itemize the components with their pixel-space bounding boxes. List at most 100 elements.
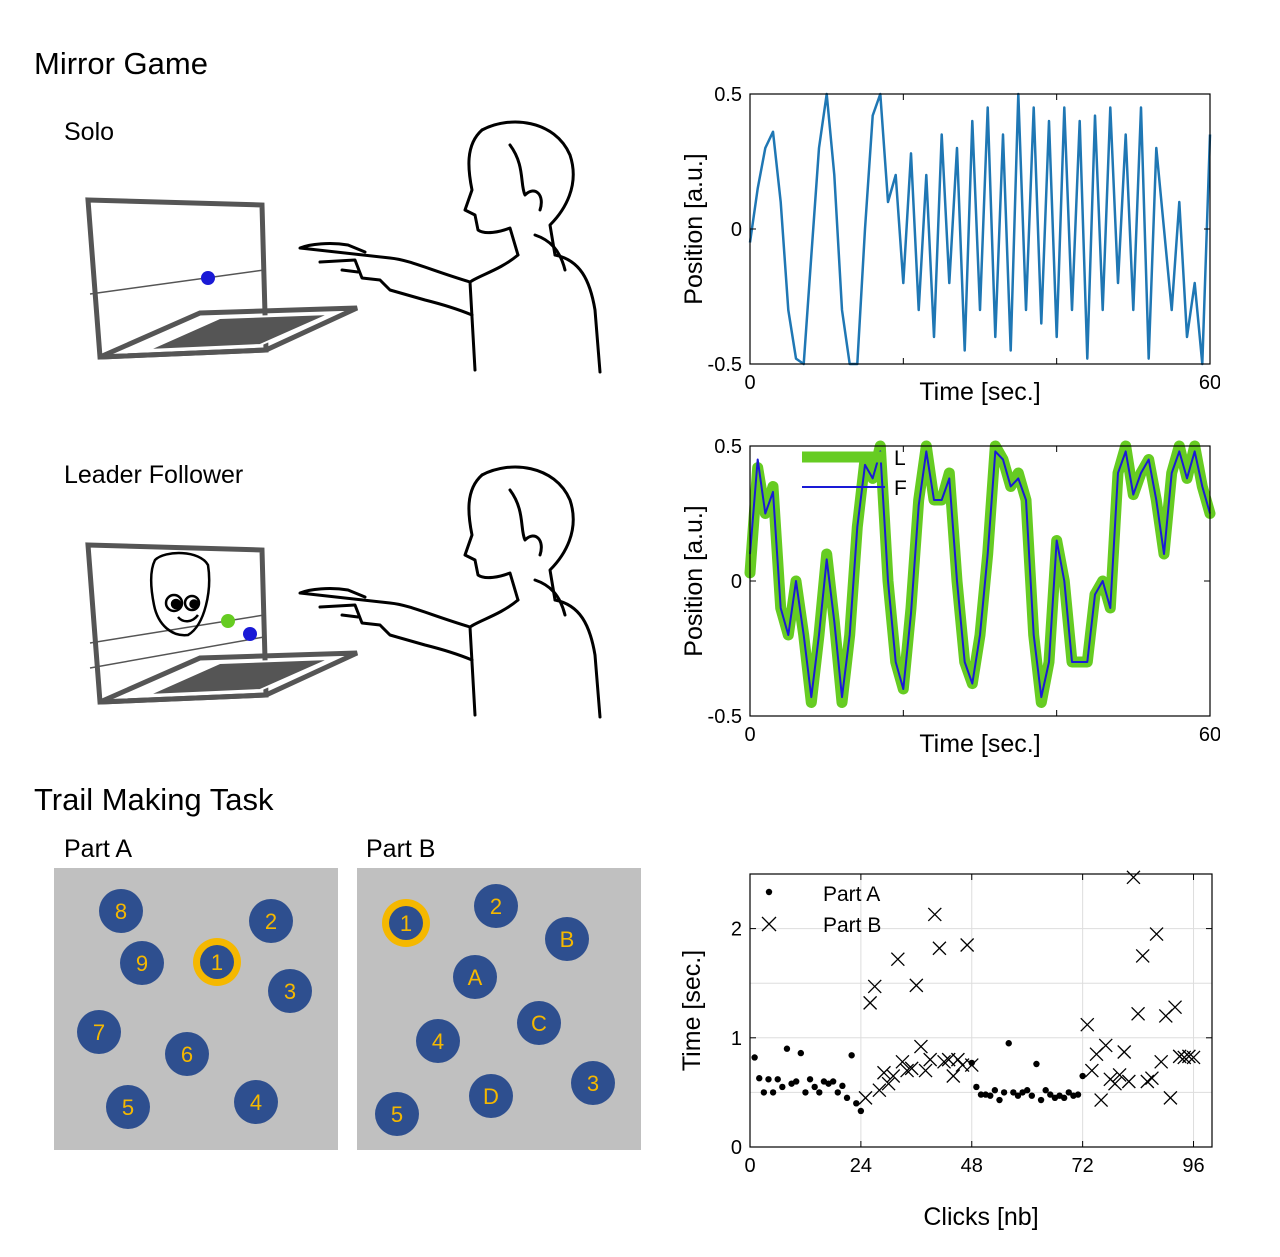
leader-series-line: [744, 440, 1216, 708]
trail-token: [200, 945, 234, 979]
part-b-point: [1131, 1006, 1146, 1021]
part-a-point: [811, 1083, 818, 1091]
part-b-point: [1098, 1038, 1113, 1053]
legend-leader-label: L: [894, 447, 906, 470]
part-b-point: [1117, 1045, 1132, 1059]
part-b-point: [1112, 1067, 1127, 1082]
y-tick-label: 0.5: [714, 84, 742, 106]
legend-part-a-label: Part A: [823, 883, 880, 906]
y-axis-label: Position [a.u.]: [680, 505, 708, 656]
part-b-point: [1181, 1049, 1196, 1064]
part-a-point: [977, 1091, 985, 1098]
trail-token: [517, 1001, 561, 1045]
y-tick-label: 0: [731, 219, 742, 241]
part-b-point: [890, 952, 905, 967]
part-b-point: [1126, 870, 1141, 885]
trail-token-label: 5: [122, 1095, 134, 1120]
trail-token: [77, 1010, 121, 1054]
x-tick-label: 0: [744, 724, 755, 746]
x-axis-label: Clicks [nb]: [923, 1203, 1038, 1231]
part-b-point: [1094, 1093, 1109, 1108]
leader-ball-icon: [221, 614, 235, 628]
y-tick-label: 0: [731, 1137, 742, 1159]
part-b-point: [1149, 927, 1164, 942]
part-a-point: [857, 1107, 865, 1115]
x-axis-label: Time [sec.]: [919, 378, 1040, 406]
part-a-point: [769, 1089, 777, 1096]
part-b-point: [877, 1065, 891, 1080]
part-a-point: [802, 1089, 809, 1096]
part-b-point: [932, 941, 947, 956]
solo-series-line: [748, 92, 1212, 366]
y-axis-label: Position [a.u.]: [680, 153, 708, 304]
part-b-point: [867, 979, 882, 994]
part-b-point: [964, 1058, 979, 1073]
part-b-point: [1140, 1074, 1155, 1089]
x-tick-label: 24: [850, 1155, 872, 1177]
trail-token-label: 5: [391, 1102, 403, 1127]
part-a-point: [996, 1096, 1003, 1104]
part-a-point: [793, 1078, 800, 1085]
x-axis-label: Time [sec.]: [919, 730, 1040, 758]
part-a-point: [756, 1075, 763, 1082]
x-tick-label: 60: [1199, 372, 1220, 394]
y-tick-label: 0.5: [714, 436, 742, 458]
trail-token-label: D: [483, 1084, 499, 1109]
trail-token-label: 3: [587, 1071, 599, 1096]
y-tick-label: -0.5: [708, 706, 742, 728]
part-a-point: [1079, 1072, 1086, 1080]
trail-token: [571, 1061, 615, 1105]
x-tick-label: 0: [744, 1155, 755, 1177]
part-a-point: [774, 1076, 781, 1083]
axes-frame: [749, 873, 1213, 1148]
ball-icon: [201, 271, 215, 285]
part-a-point: [1033, 1060, 1040, 1068]
trail-token: [120, 941, 164, 985]
trail-token: [545, 917, 589, 961]
part-b-point: [913, 1039, 928, 1054]
legend-part-a-marker: [765, 888, 773, 896]
follower-series-line: [749, 450, 1211, 699]
trail-token-label: 1: [211, 950, 223, 975]
part-a-point: [779, 1083, 786, 1091]
laptop-icon: [85, 197, 359, 360]
part-b-point: [960, 938, 975, 952]
x-tick-label: 96: [1182, 1155, 1204, 1177]
part-a-point: [760, 1089, 768, 1096]
legend-part-b-marker: [761, 916, 777, 932]
trail-token: [375, 1092, 419, 1136]
trail-token: [234, 1080, 278, 1124]
part-a-point: [816, 1089, 823, 1096]
part-a-point: [783, 1045, 791, 1052]
part-b-point: [900, 1063, 915, 1078]
trail-token-label: 3: [284, 979, 296, 1004]
part-b-point: [1163, 1090, 1178, 1105]
part-b-point: [909, 978, 924, 993]
leader-follower-label: Leader Follower: [64, 461, 244, 489]
leader-follower-illustration: [85, 465, 602, 719]
part-a-point: [968, 1059, 975, 1067]
part-b-point: [881, 1076, 896, 1091]
part-b-point: [1186, 1050, 1201, 1065]
legend-part-b-label: Part B: [823, 914, 881, 937]
trail-token-label: C: [531, 1011, 547, 1036]
trail-token: [453, 955, 497, 999]
y-tick-label: 0: [731, 571, 742, 593]
trail-token-label: 2: [490, 894, 502, 919]
y-axis-label: Time [sec.]: [678, 950, 706, 1071]
part-b-point: [886, 1069, 901, 1083]
part-a-point: [806, 1076, 814, 1083]
trail-token-label: 4: [432, 1029, 444, 1054]
part-a-point: [848, 1052, 855, 1059]
trail-token: [469, 1074, 513, 1118]
y-tick-label: 2: [731, 919, 742, 941]
follower-ball-icon: [243, 627, 257, 641]
part-b-point: [923, 1052, 938, 1067]
trail-token: [416, 1019, 460, 1063]
part-b-point: [1084, 1063, 1099, 1078]
trail-making-title: Trail Making Task: [34, 782, 274, 817]
trail-token: [389, 906, 423, 940]
trail-token-label: 2: [265, 909, 277, 934]
trail-token-label: 9: [136, 951, 148, 976]
